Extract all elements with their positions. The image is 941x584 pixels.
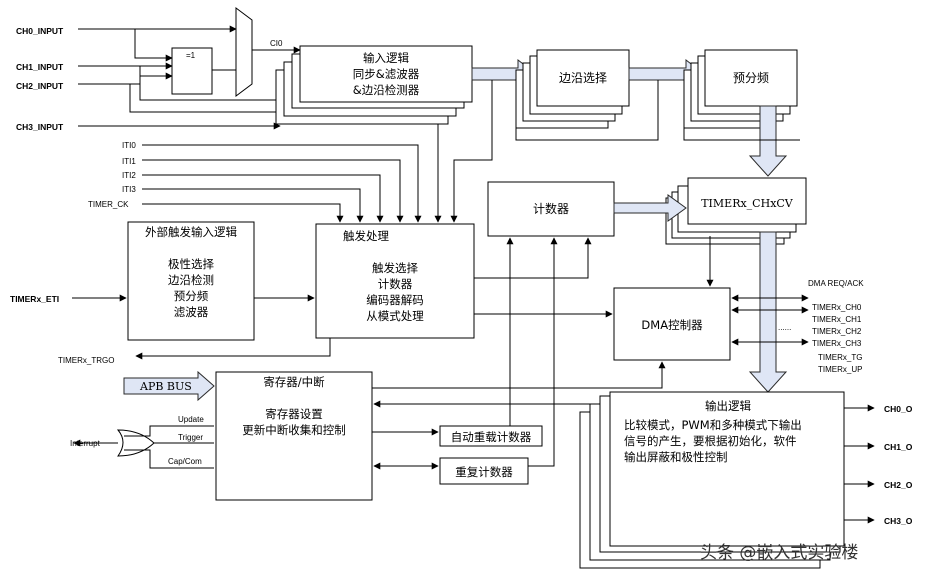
- dma-ch1-label: TIMERx_CH1: [812, 315, 862, 324]
- ext-trigger-line-2: 边沿检测: [168, 273, 214, 287]
- counter-block: [487, 181, 615, 237]
- output-line-1: 比较模式，PWM和多种模式下输出: [624, 418, 802, 432]
- ch2-line: [78, 72, 173, 85]
- iti2-line: [142, 174, 384, 223]
- register-block: [215, 371, 373, 501]
- ch2-stack-line: [129, 84, 289, 116]
- iti0-label: ITI0: [122, 141, 136, 150]
- ch0-input-label: CH0_INPUT: [16, 26, 64, 36]
- trigger-line-3: 编码器解码: [366, 293, 424, 307]
- iti0-line: [142, 144, 422, 223]
- ext-trigger-title: 外部触发输入逻辑: [145, 225, 237, 239]
- watermark: 头条 @嵌入式实验楼: [700, 543, 858, 563]
- chxcv-label: TIMERx_CHxCV: [701, 197, 794, 210]
- input-mux: [235, 7, 253, 97]
- output-text-area: [622, 400, 840, 482]
- input-logic-line-2: &边沿检测器: [353, 83, 420, 97]
- trigger-block: [315, 223, 475, 339]
- ch2-input-label: CH2_INPUT: [16, 81, 64, 91]
- gate-capcom-label: Cap/Com: [168, 457, 202, 466]
- trigger-line-1: 触发选择: [372, 261, 418, 275]
- dma-up-label: TIMERx_UP: [818, 365, 862, 374]
- output-title: 输出逻辑: [705, 399, 751, 413]
- dma-block: [613, 287, 731, 361]
- apb-bus-label: APB BUS: [139, 380, 192, 393]
- eti-label: TIMERx_ETI: [10, 294, 59, 304]
- prescaler-feedback: [683, 128, 800, 141]
- dma-req-label: DMA REQ/ACK: [808, 279, 864, 288]
- trigger-line-4: 从模式处理: [366, 309, 424, 323]
- timer-ck-line: [142, 203, 344, 223]
- dma-ch2-label: TIMERx_CH2: [812, 327, 862, 336]
- dma-label: DMA控制器: [641, 318, 703, 332]
- repetition-label: 重复计数器: [455, 465, 513, 479]
- iti3-label: ITI3: [122, 185, 136, 194]
- edge-select-label: 边沿选择: [559, 71, 607, 85]
- input-logic-line-1: 同步&滤波器: [353, 67, 420, 81]
- register-line-2: 更新中断收集和控制: [242, 423, 346, 437]
- ch0-xor-line: [134, 29, 173, 62]
- dma-ellipsis: ......: [778, 323, 791, 332]
- iti3-line: [142, 188, 364, 223]
- output-line-3: 输出屏蔽和极性控制: [624, 450, 728, 464]
- ch3-out-label: CH3_O: [884, 516, 913, 526]
- trigger-to-counter: [474, 237, 592, 279]
- chxcv-block: [687, 177, 807, 225]
- counter-label: 计数器: [533, 201, 569, 216]
- repetition-to-counter: [528, 237, 558, 467]
- repetition-block: [439, 457, 529, 485]
- dma-tg-label: TIMERx_TG: [818, 353, 862, 362]
- interrupt-label: Interrupt: [70, 439, 101, 448]
- edge-select-block: [536, 49, 630, 107]
- autoreload-label: 自动重载计数器: [451, 430, 532, 444]
- xor-label: =1: [186, 51, 196, 60]
- input-to-trigger-2: [450, 80, 493, 223]
- interrupt-or-gate: [116, 429, 155, 457]
- prescaler-block: [704, 49, 798, 107]
- trgo-label: TIMERx_TRGO: [58, 356, 114, 365]
- output-line-2: 信号的产生，要根据初始化，软件: [624, 434, 797, 448]
- apb-bus-arrow: [123, 370, 215, 402]
- register-to-dma: [372, 361, 666, 389]
- ch3-input-label: CH3_INPUT: [16, 122, 64, 132]
- autoreload-block: [439, 425, 543, 447]
- ci0-label: CI0: [270, 39, 283, 48]
- register-title: 寄存器/中断: [263, 375, 325, 389]
- xor-gate: [171, 47, 213, 95]
- ch1-input-label: CH1_INPUT: [16, 62, 64, 72]
- trigger-line-2: 计数器: [378, 277, 413, 291]
- arrow-to-chxcv: [748, 105, 788, 177]
- ch0-out-label: CH0_O: [884, 404, 913, 414]
- trigger-title: 触发处理: [343, 229, 389, 243]
- input-logic-title: 输入逻辑: [363, 51, 409, 65]
- ch1-out-label: CH1_O: [884, 442, 913, 452]
- trgo-line: [135, 338, 331, 360]
- ch1-stack-line: [139, 66, 297, 104]
- iti1-label: ITI1: [122, 157, 136, 166]
- dma-ch3-label: TIMERx_CH3: [812, 339, 862, 348]
- register-line-1: 寄存器设置: [265, 407, 323, 421]
- ext-trigger-line-1: 极性选择: [168, 257, 214, 271]
- ext-trigger-line-3: 预分频: [174, 289, 209, 303]
- arrow-counter-to-chxcv: [613, 194, 687, 222]
- dma-ch0-label: TIMERx_CH0: [812, 303, 862, 312]
- update-to-gate: [124, 425, 214, 437]
- prescaler-label: 预分频: [733, 71, 769, 85]
- input-logic-block: [299, 45, 473, 103]
- timer-ck-label: TIMER_CK: [88, 200, 129, 209]
- iti2-label: ITI2: [122, 171, 136, 180]
- ext-trigger-block: [127, 221, 255, 341]
- ch2-out-label: CH2_O: [884, 480, 913, 490]
- capcom-to-gate: [124, 449, 214, 469]
- arrow-to-output: [748, 231, 788, 393]
- gate-trigger-label: Trigger: [178, 433, 203, 442]
- gate-update-label: Update: [178, 415, 204, 424]
- ext-trigger-line-4: 滤波器: [174, 305, 209, 319]
- iti1-line: [142, 159, 404, 223]
- edge-feedback-1: [515, 80, 659, 141]
